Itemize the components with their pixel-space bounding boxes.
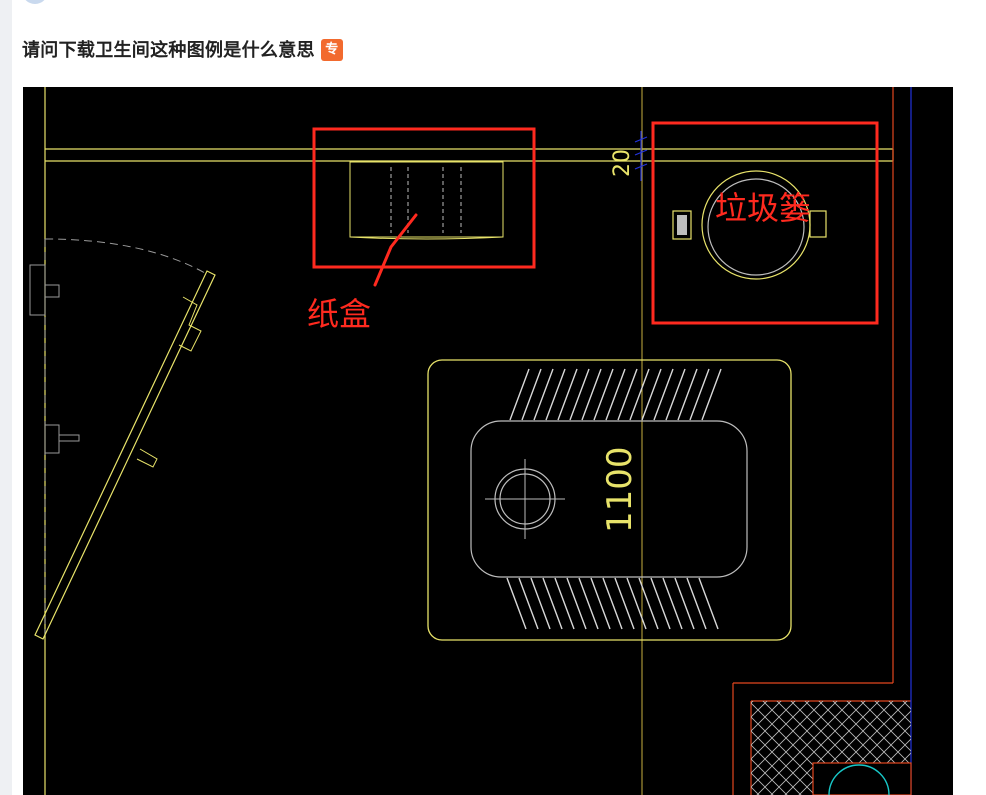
question-title[interactable]: 请问下载卫生间这种图例是什么意思: [22, 40, 315, 61]
squat-toilet-symbol: [427, 359, 792, 641]
tissue-box-symbol: [349, 161, 504, 240]
cad-drawing-image[interactable]: 20: [23, 87, 953, 795]
dim-20-label: 20: [610, 149, 635, 177]
question-header: 请问下载卫生间这种图例是什么意思 专: [22, 34, 722, 64]
dim-1100-label: 1100: [600, 446, 640, 533]
cyan-arc: [828, 764, 890, 795]
post-meta-bar: [22, 0, 622, 6]
avatar-icon[interactable]: [22, 0, 48, 4]
annotation-box-tissue: [312, 127, 536, 269]
annotation-box-trash: [651, 121, 879, 325]
dimension-20-marks: [634, 131, 648, 181]
tissue-box-label: 纸盒: [307, 295, 371, 333]
trash-bin-label: 垃圾篓: [715, 189, 811, 227]
annotation-pointer-line: [373, 213, 418, 287]
zhuan-badge: 专: [320, 39, 343, 61]
door-symbol: [29, 238, 216, 640]
hatch-inner-box: [812, 762, 912, 795]
cad-drawing-svg: 20: [29, 87, 912, 795]
trash-bin-symbol: [672, 170, 827, 280]
